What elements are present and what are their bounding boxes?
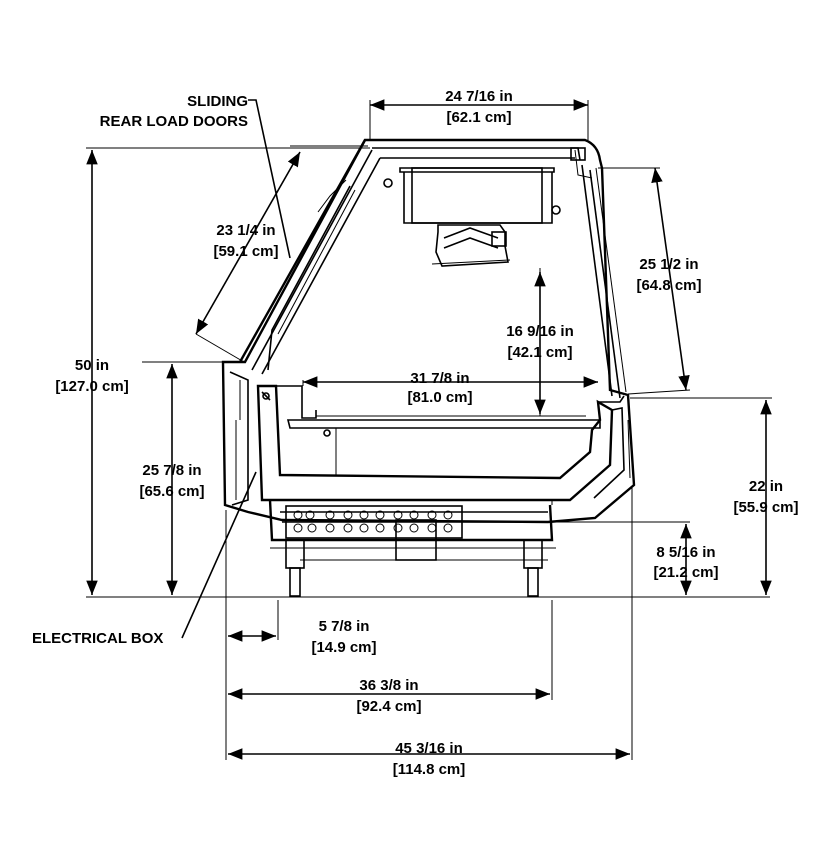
rear-height-in: 25 7/8 in	[142, 462, 201, 479]
electrical-box-label: ELECTRICAL BOX	[32, 630, 163, 647]
front-height-cm: [55.9 cm]	[733, 499, 798, 516]
overall-height-in: 50 in	[75, 357, 109, 374]
annotations: SLIDING REAR LOAD DOORS ELECTRICAL BOX 2…	[32, 88, 799, 778]
rear-offset-in: 5 7/8 in	[319, 618, 370, 635]
front-height-in: 22 in	[749, 478, 783, 495]
overall-height-cm: [127.0 cm]	[55, 378, 128, 395]
leg-span-cm: [92.4 cm]	[356, 698, 421, 715]
rear-height-cm: [65.6 cm]	[139, 483, 204, 500]
rear-door-cm: [59.1 cm]	[213, 243, 278, 260]
front-glass-cm: [64.8 cm]	[636, 277, 701, 294]
base-assembly	[268, 499, 556, 597]
rear-leg	[285, 539, 305, 597]
doors-label-line2: REAR LOAD DOORS	[100, 113, 248, 130]
base-height-cm: [21.2 cm]	[653, 564, 718, 581]
rear-door-in: 23 1/4 in	[216, 222, 275, 239]
doors-label-line1: SLIDING	[187, 93, 248, 110]
dimension-lines	[86, 99, 772, 760]
overall-depth-cm: [114.8 cm]	[393, 761, 466, 778]
front-glass-in: 25 1/2 in	[639, 256, 698, 273]
inner-height-cm: [42.1 cm]	[507, 344, 572, 361]
front-leg	[523, 539, 543, 597]
electrical-box-leader-line	[181, 471, 257, 639]
base-height-in: 8 5/16 in	[656, 544, 715, 561]
inner-height-in: 16 9/16 in	[506, 323, 574, 340]
condensing-unit	[293, 510, 453, 533]
overall-depth-in: 45 3/16 in	[395, 740, 463, 757]
case-body	[221, 138, 636, 524]
deck-width-cm: [81.0 cm]	[407, 389, 472, 406]
leg-span-in: 36 3/8 in	[359, 677, 418, 694]
evaporator-coil	[383, 167, 561, 267]
rear-offset-cm: [14.9 cm]	[311, 639, 376, 656]
deck-width-in: 31 7/8 in	[410, 370, 469, 387]
top-width-cm: [62.1 cm]	[446, 109, 511, 126]
top-width-in: 24 7/16 in	[445, 88, 513, 105]
doors-leader-line	[248, 99, 291, 259]
